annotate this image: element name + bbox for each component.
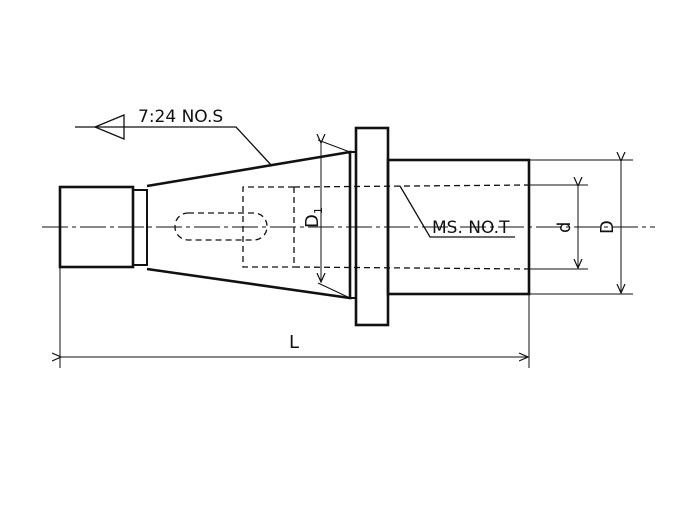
- L-label: L: [289, 332, 299, 353]
- taper-label: 7:24 NO.S: [138, 107, 223, 127]
- d1-extension-bottom: [317, 282, 351, 299]
- taper-cone: [146, 150, 352, 300]
- taper-leader: [128, 126, 273, 167]
- morse-leader: [399, 185, 515, 238]
- hidden-slot: [174, 212, 268, 241]
- D-label: D: [597, 220, 618, 234]
- taper-direction-arrow-icon: [93, 114, 125, 140]
- d1-label: D1: [302, 207, 325, 228]
- d1-extension-top: [317, 139, 351, 153]
- body-cylinder: [386, 158, 531, 296]
- hidden-bore: [242, 186, 294, 268]
- hidden-morse-bottom: [293, 266, 530, 270]
- shank-neck: [132, 189, 148, 266]
- morse-label: MS. NO.T: [432, 218, 510, 238]
- d-label: d: [554, 222, 575, 233]
- d-label-group: d: [554, 222, 575, 233]
- d1-label-group: D1: [302, 207, 325, 228]
- D-label-group: D: [597, 220, 618, 234]
- hidden-morse-top: [293, 184, 530, 188]
